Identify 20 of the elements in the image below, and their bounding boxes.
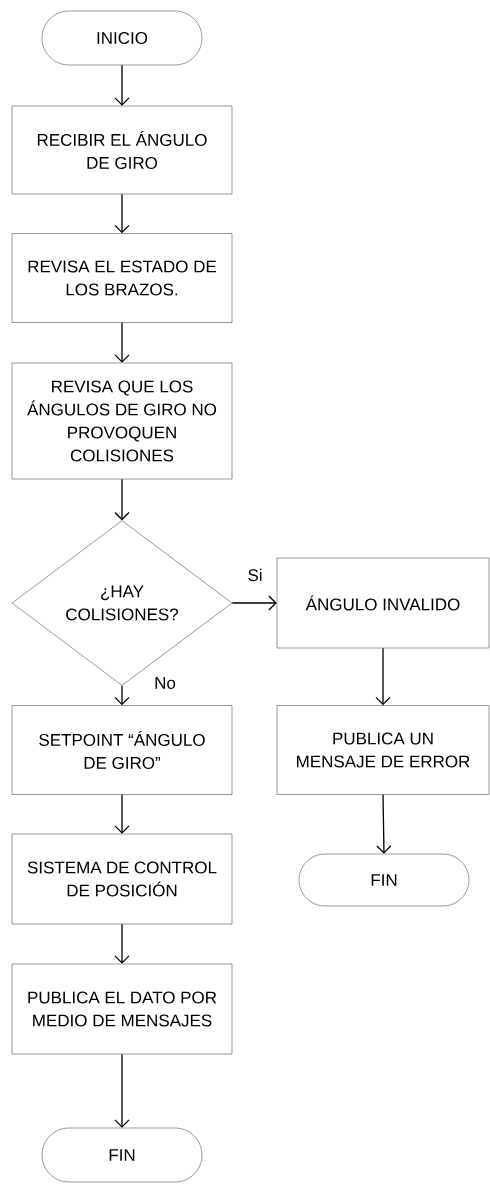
arrow [114, 685, 130, 706]
arrow [114, 322, 130, 363]
process-box: ÁNGULO INVALIDO [276, 557, 490, 649]
arrow [114, 193, 130, 234]
process-box: PUBLICA UN MENSAJE DE ERROR [276, 705, 490, 795]
arrow [114, 478, 130, 521]
arrow [114, 794, 130, 834]
arrow [375, 647, 391, 706]
edge-label: Si [246, 567, 264, 583]
process-box: SISTEMA DE CONTROL DE POSICIÓN [11, 833, 233, 925]
arrow [231, 595, 277, 611]
process-box: PUBLICA EL DATO POR MEDIO DE MENSAJES [11, 963, 233, 1055]
process-box: REVISA EL ESTADO DE LOS BRAZOS. [11, 233, 233, 323]
process-box: RECIBIR EL ÁNGULO DE GIRO [11, 105, 233, 195]
arrow [114, 1053, 130, 1128]
process-box: REVISA QUE LOS ÁNGULOS DE GIRO NO PROVOQUEN COLISIONES [11, 362, 233, 480]
arrow [376, 794, 392, 854]
arrow [114, 923, 130, 964]
process-box: SETPOINT “ÁNGULO DE GIRO” [11, 705, 233, 795]
arrow [114, 64, 130, 106]
